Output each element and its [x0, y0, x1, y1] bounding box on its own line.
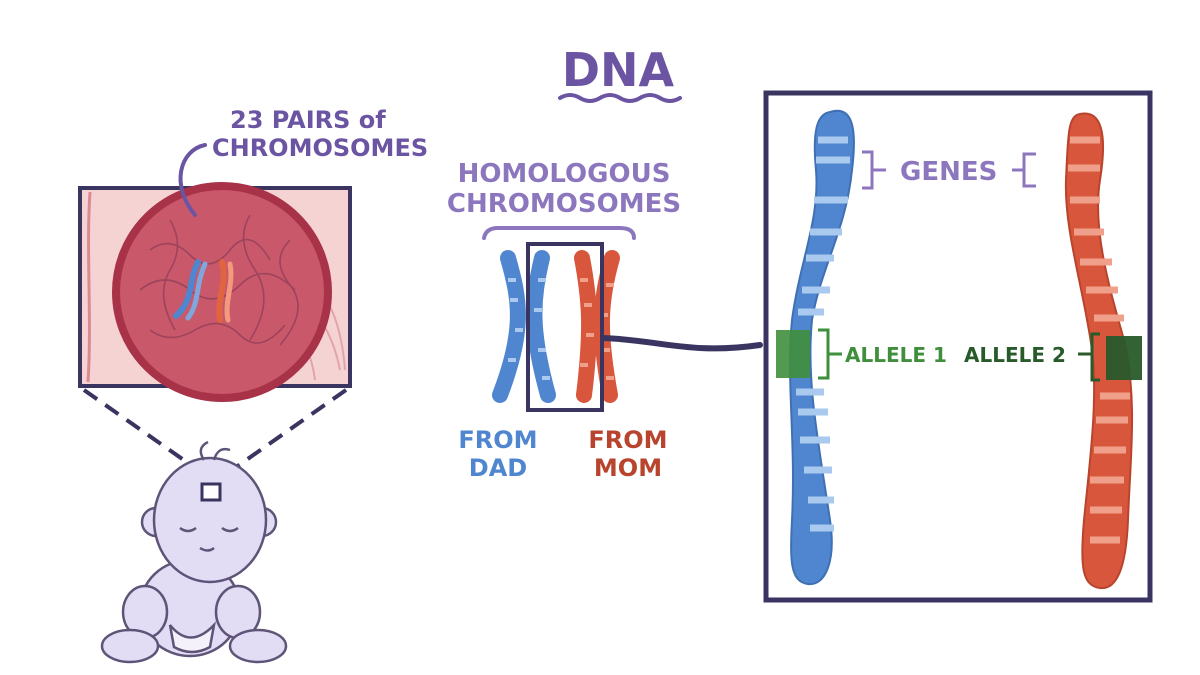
title: DNA: [562, 43, 675, 97]
pair-mom-chromatid-1: [574, 250, 598, 403]
allele-1-label: ALLELE 1: [845, 343, 947, 367]
allele-2-label: ALLELE 2: [964, 343, 1066, 367]
homologous-label-line1: HOMOLOGOUS: [458, 159, 671, 189]
cell-dad-chromatid-1: [173, 259, 201, 319]
mom-chromosome: [1064, 112, 1142, 590]
zoom-marker: [200, 482, 222, 502]
pair-dad-chromatid-2: [526, 250, 556, 403]
allele-1-bracket: [818, 328, 842, 380]
from-dad-line2: DAD: [469, 454, 527, 482]
baby-diaper: [168, 621, 216, 654]
zoom-line-right: [230, 388, 348, 472]
baby-eyes: [179, 526, 239, 533]
baby-mouth: [199, 546, 215, 552]
zoom-line-left: [82, 388, 200, 472]
baby-hair: [199, 440, 231, 461]
baby-foot-left: [100, 628, 160, 664]
cell-membrane-left: [86, 191, 92, 383]
homologous-pair: [492, 242, 620, 412]
genes-bracket-right: [1012, 152, 1036, 188]
cell-label-pointer: [178, 143, 207, 217]
title-underline: [558, 93, 682, 103]
pair-dad-bands: [508, 278, 550, 380]
dad-chromosome: [776, 109, 855, 586]
cell-panel: [78, 182, 352, 402]
genes-label: GENES: [900, 157, 997, 187]
allele-1-locus: [776, 330, 810, 378]
homologous-label-line2: CHROMOSOMES: [447, 189, 681, 219]
baby-foot-right: [228, 628, 288, 664]
from-mom-line2: MOM: [594, 454, 662, 482]
allele-2-locus: [1106, 336, 1142, 380]
baby-figure: [100, 440, 288, 664]
pair-dad-chromatid-1: [492, 250, 526, 403]
from-dad-line1: FROM: [458, 426, 537, 454]
homologous-bracket: [482, 226, 636, 240]
selection-box: [526, 242, 604, 412]
genes-bracket-left: [862, 150, 886, 190]
from-mom-line1: FROM: [588, 426, 667, 454]
cell-label-line2: CHROMOSOMES: [212, 134, 428, 162]
cell-mom-chromatid-2: [224, 261, 234, 323]
zoom-connector: [600, 335, 763, 352]
mom-chromosome-bands: [1068, 136, 1130, 544]
baby-head: [152, 456, 268, 584]
allele-2-bracket: [1078, 332, 1100, 382]
cell-dad-chromatid-2: [185, 261, 208, 321]
cell-label-line1: 23 PAIRS of: [230, 106, 386, 134]
dad-chromosome-bands: [796, 136, 850, 532]
cell-mom-chromatid-1: [216, 259, 227, 323]
